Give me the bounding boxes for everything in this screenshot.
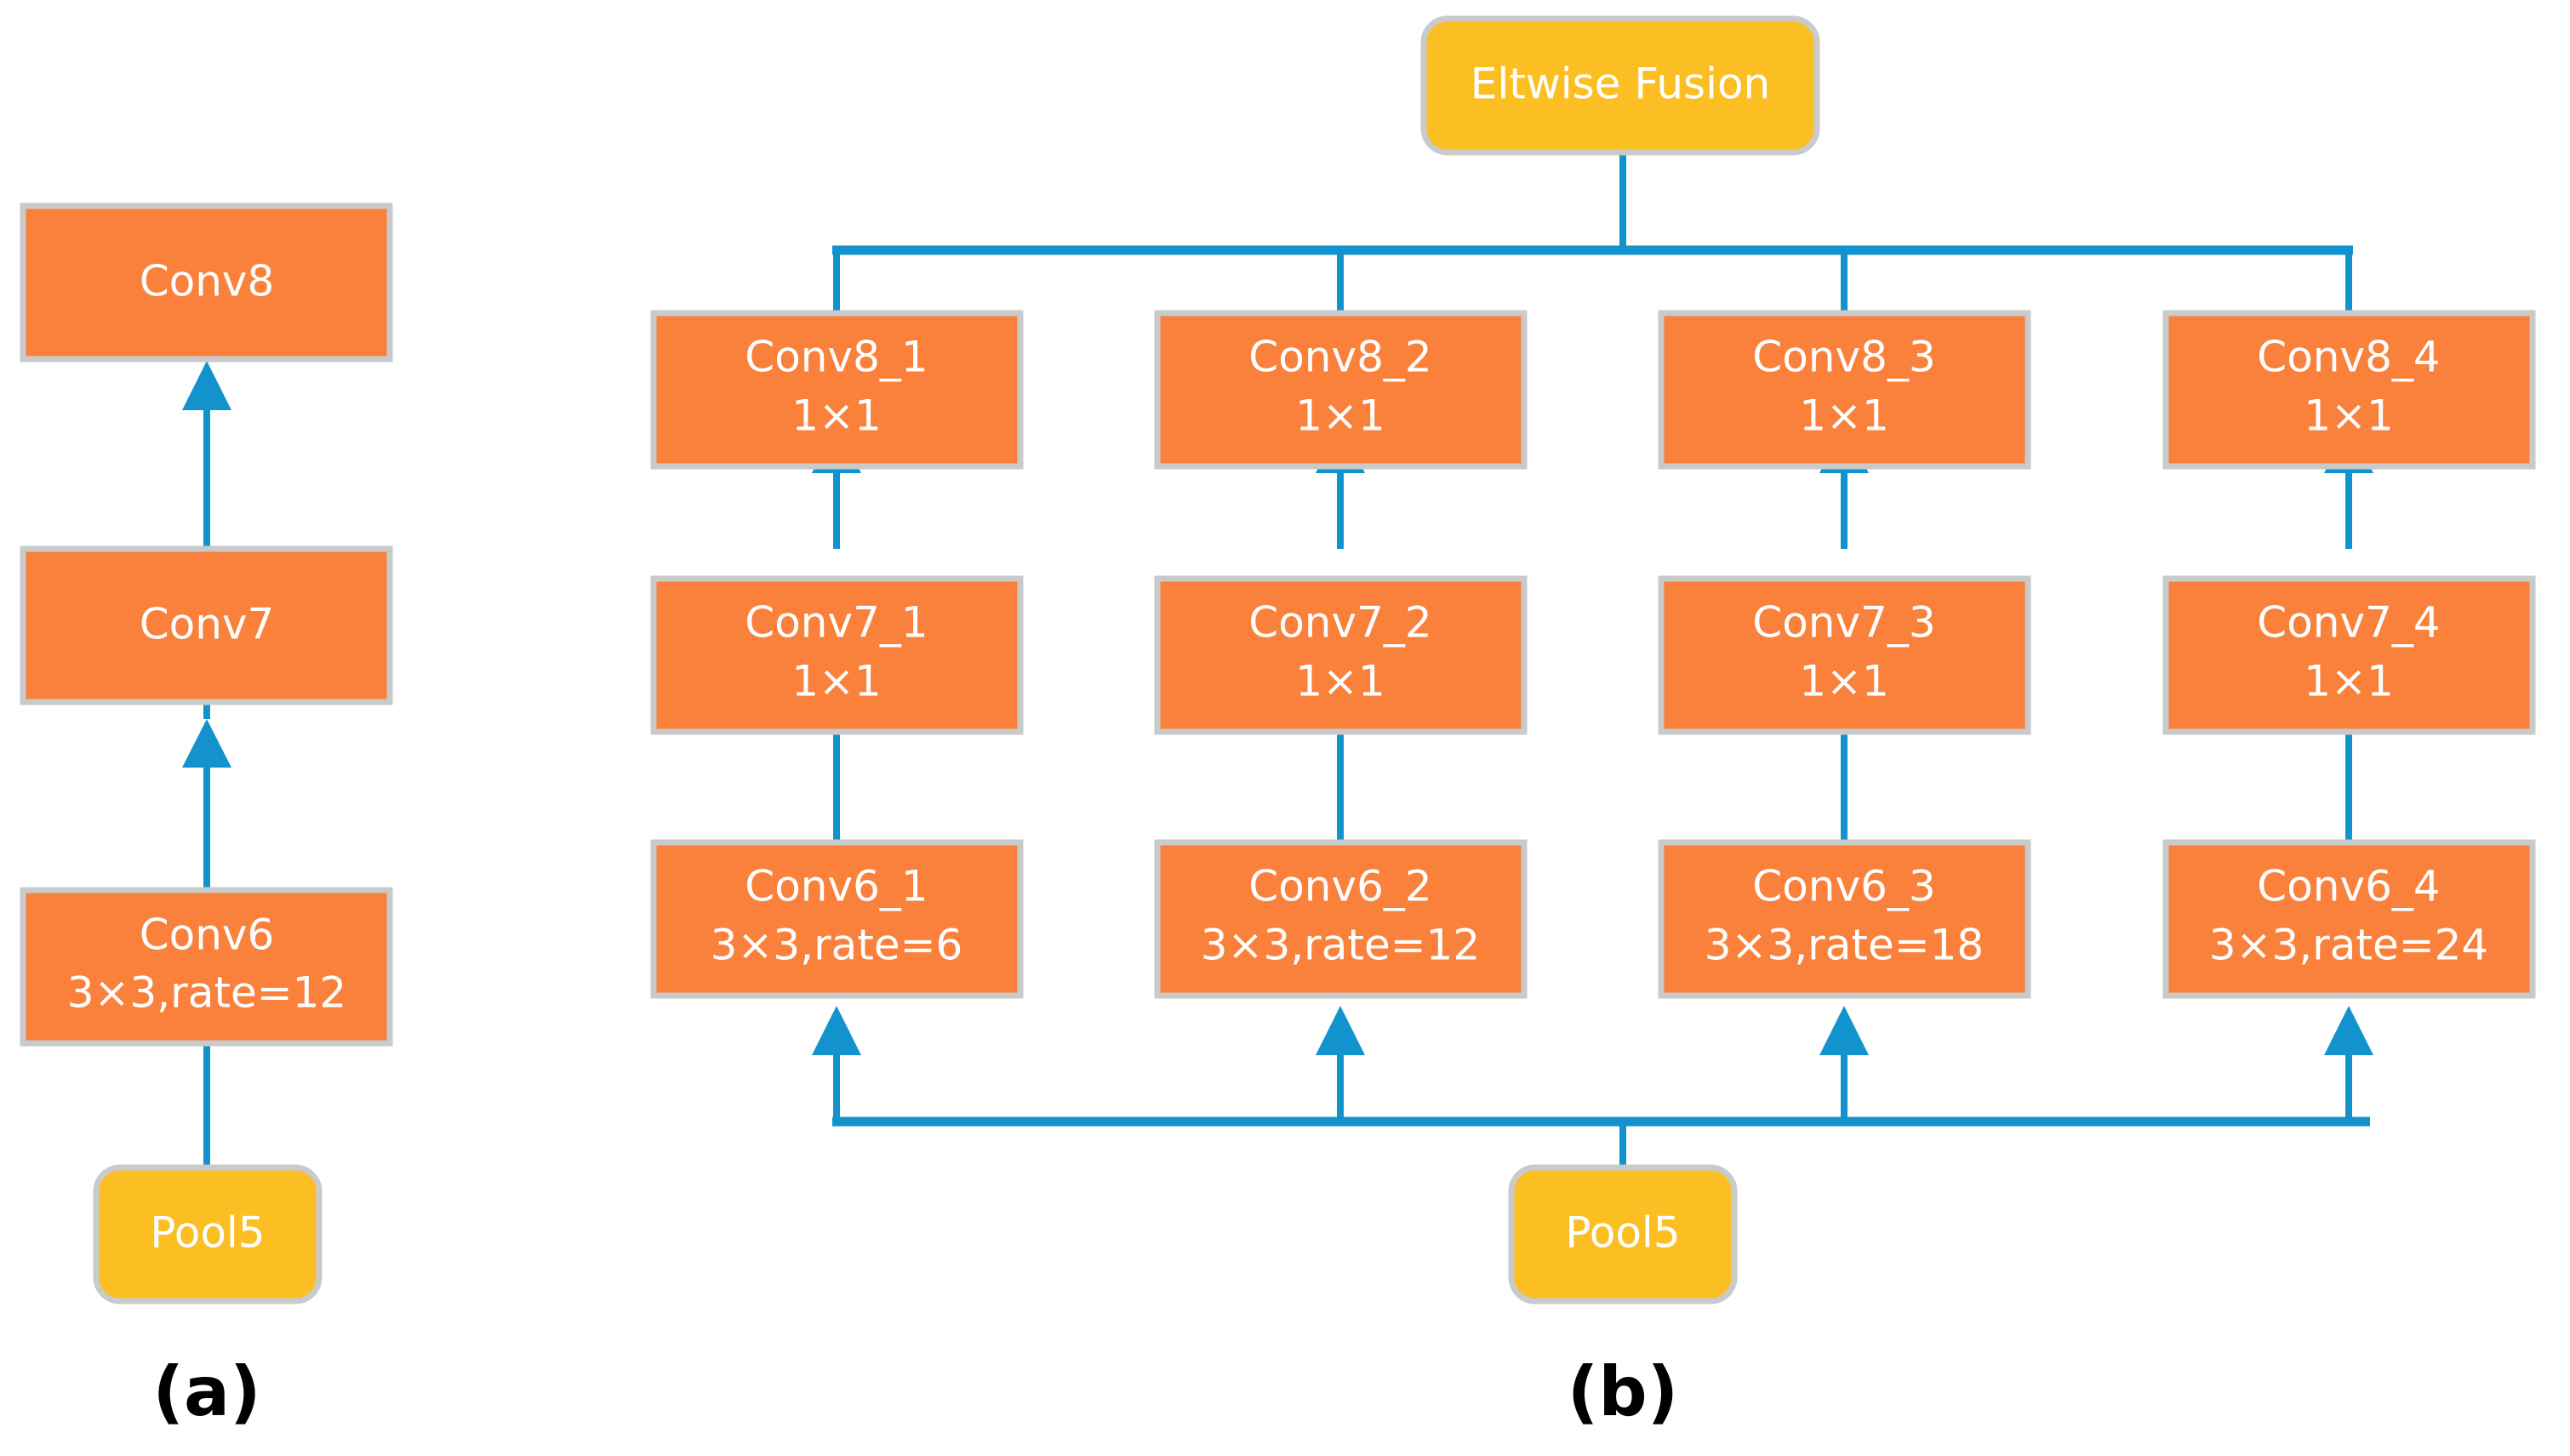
node-a-pool5-label: Pool5 [150,1208,265,1258]
node-b-conv8-3[interactable]: Conv8_3 1×1 [1658,310,2031,470]
panel-a: Conv8 Conv7 Conv6 3×3,rate=12 Pool5 (a) [20,203,393,1431]
node-a-conv6-label-line2: 3×3,rate=12 [67,968,347,1018]
node-b-conv7-2[interactable]: Conv7_2 1×1 [1154,575,1528,735]
panel-b-caption: (b) [1568,1352,1678,1431]
edge-b-conv6-to-conv7 [812,679,2373,890]
node-b-conv6-4[interactable]: Conv6_4 3×3,rate=24 [2162,839,2536,999]
node-b-conv6-2-label-line2: 3×3,rate=12 [1201,921,1481,970]
node-b-conv7-1[interactable]: Conv7_1 1×1 [650,575,1024,735]
node-b-conv6-2[interactable]: Conv6_2 3×3,rate=12 [1154,839,1528,999]
node-b-conv8-2-label-line1: Conv8_2 [1248,333,1431,382]
node-a-conv8[interactable]: Conv8 [20,203,393,363]
node-a-conv7[interactable]: Conv7 [20,545,393,705]
node-b-conv6-1[interactable]: Conv6_1 3×3,rate=6 [650,839,1024,999]
node-b-conv6-1-label-line2: 3×3,rate=6 [711,921,963,970]
node-b-conv8-2-label-line2: 1×1 [1295,391,1385,441]
node-b-conv6-1-label-line1: Conv6_1 [745,862,928,911]
node-a-conv6[interactable]: Conv6 3×3,rate=12 [20,887,393,1047]
node-b-conv6-3-label-line2: 3×3,rate=18 [1705,921,1985,970]
node-b-conv8-4-label-line2: 1×1 [2304,391,2394,441]
node-b-conv6-3-label-line1: Conv6_3 [1752,862,1935,911]
node-b-conv8-1-label-line2: 1×1 [791,391,882,441]
panel-b: Eltwise Fusion Conv8_1 1×1 Conv8_2 1×1 C… [650,15,2536,1431]
node-b-conv7-4-label-line2: 1×1 [2304,657,2394,706]
node-b-conv7-3-label-line1: Conv7_3 [1752,598,1935,648]
node-b-conv6-2-label-line1: Conv6_2 [1248,862,1431,911]
node-b-conv7-1-label-line2: 1×1 [791,657,882,706]
node-b-conv8-4-label-line1: Conv8_4 [2257,333,2440,382]
node-b-conv8-3-label-line1: Conv8_3 [1752,333,1935,382]
node-b-eltwise-fusion-label: Eltwise Fusion [1471,60,1771,109]
node-a-conv7-label: Conv7 [140,600,275,649]
node-a-pool5[interactable]: Pool5 [93,1164,323,1305]
node-b-conv8-4[interactable]: Conv8_4 1×1 [2162,310,2536,470]
node-b-conv8-1-label-line1: Conv8_1 [745,333,928,382]
node-b-conv7-2-label-line1: Conv7_2 [1248,598,1431,648]
edge-b-pool5-bus [812,1006,2373,1168]
edge-b-conv7-to-conv8 [812,424,2373,549]
node-b-conv8-2[interactable]: Conv8_2 1×1 [1154,310,1528,470]
node-b-conv7-4-label-line1: Conv7_4 [2257,598,2440,648]
node-b-conv7-1-label-line1: Conv7_1 [745,598,928,648]
node-b-conv7-3-label-line2: 1×1 [1799,657,1889,706]
node-a-conv6-label-line1: Conv6 [140,911,275,960]
node-b-eltwise-fusion[interactable]: Eltwise Fusion [1420,15,1820,156]
node-b-pool5-label: Pool5 [1565,1208,1680,1258]
node-b-conv7-2-label-line2: 1×1 [1295,657,1385,706]
node-b-conv6-3[interactable]: Conv6_3 3×3,rate=18 [1658,839,2031,999]
node-b-conv6-4-label-line2: 3×3,rate=24 [2209,921,2489,970]
node-b-conv8-3-label-line2: 1×1 [1799,391,1889,441]
panel-a-caption: (a) [152,1352,260,1431]
node-b-conv7-4[interactable]: Conv7_4 1×1 [2162,575,2536,735]
node-b-pool5[interactable]: Pool5 [1508,1164,1738,1305]
node-a-conv8-label: Conv8 [140,257,275,306]
node-b-conv6-4-label-line1: Conv6_4 [2257,862,2440,911]
node-b-conv7-3[interactable]: Conv7_3 1×1 [1658,575,2031,735]
node-b-conv8-1[interactable]: Conv8_1 1×1 [650,310,1024,470]
